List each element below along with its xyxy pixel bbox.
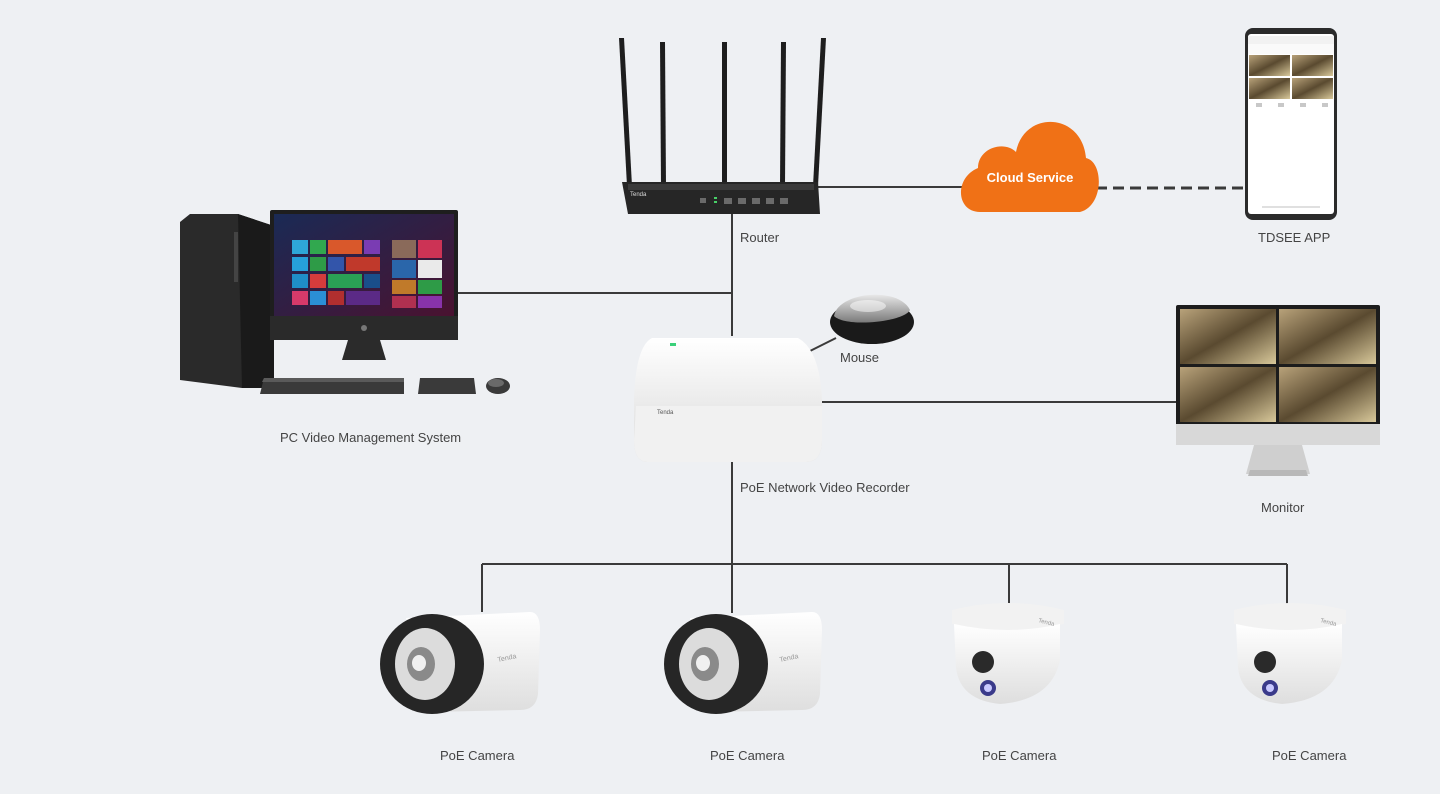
camera-4-brand-mark: Tenda [1320, 618, 1338, 628]
line-mouse-nvr [807, 337, 837, 353]
poe-camera-2-label: PoE Camera [710, 748, 785, 763]
poe-camera-3-device: Tenda [952, 603, 1064, 704]
router-label: Router [740, 230, 780, 245]
pc-label: PC Video Management System [280, 430, 462, 445]
mouse-device [830, 294, 914, 344]
poe-camera-2-device: Tenda [664, 612, 822, 714]
camera-2-brand-mark: Tenda [779, 653, 799, 664]
router-brand-mark: Tenda [630, 192, 647, 198]
poe-camera-1-label: PoE Camera [440, 748, 515, 763]
monitor-label: Monitor [1261, 500, 1305, 515]
poe-camera-1-device: Tenda [380, 612, 540, 714]
keyboard-icon [260, 378, 476, 394]
monitor-device [1176, 305, 1380, 476]
camera-1-brand-mark: Tenda [497, 653, 517, 664]
connection-lines [455, 186, 1288, 613]
poe-camera-4-label: PoE Camera [1272, 748, 1347, 763]
router-device: Tenda [619, 38, 826, 214]
nvr-label: PoE Network Video Recorder [740, 480, 910, 495]
pc-mouse-icon [486, 378, 510, 394]
poe-camera-3-label: PoE Camera [982, 748, 1057, 763]
cloud-service-icon: Cloud Service [960, 121, 1099, 212]
tdsee-app-label: TDSEE APP [1258, 230, 1331, 245]
pc-screen-tiles [292, 240, 442, 308]
mouse-label: Mouse [840, 350, 880, 365]
nvr-brand-mark: Tenda [657, 410, 674, 416]
router-antennas [619, 38, 826, 186]
pc-monitor [270, 210, 458, 360]
pc-tower [180, 214, 274, 388]
cloud-service-label: Cloud Service [987, 170, 1074, 185]
poe-camera-4-device: Tenda [1234, 603, 1346, 704]
smartphone-device [1245, 28, 1337, 220]
pc-device [180, 210, 510, 394]
monitor-camera-grid [1180, 309, 1376, 422]
nvr-device: Tenda [634, 338, 822, 462]
app-camera-grid [1249, 55, 1333, 99]
camera-3-brand-mark: Tenda [1038, 618, 1056, 628]
